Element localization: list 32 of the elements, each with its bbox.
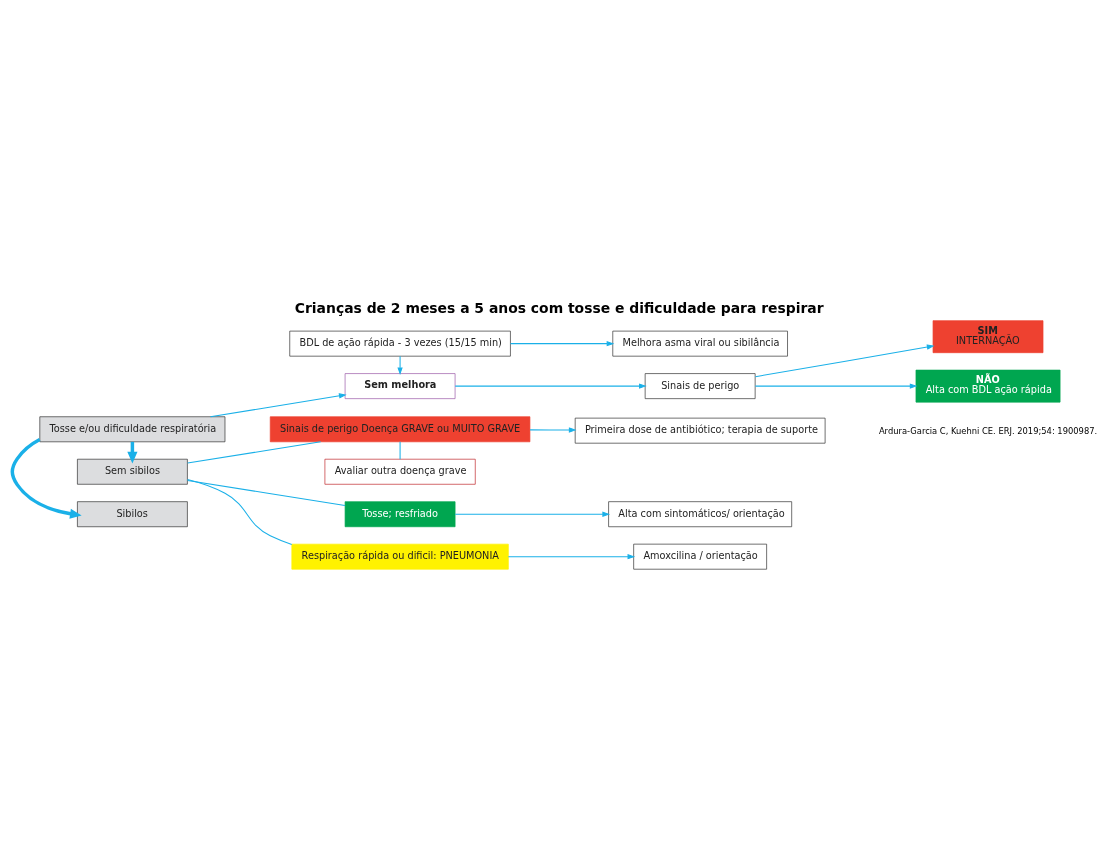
node-box: Sem melhora	[344, 372, 456, 399]
node-box: NÃO Alta com BDL ação rápida	[915, 369, 1061, 402]
connector	[399, 440, 401, 460]
arrow	[454, 511, 611, 517]
node-box: Respiração rápida ou dificil: PNEUMONIA	[291, 543, 509, 570]
node-box: Tosse; resfriado	[344, 500, 456, 527]
arrow	[529, 426, 577, 433]
node-box: Melhora asma viral ou sibilância	[612, 330, 788, 357]
node-box: Avaliar outra doença grave	[324, 458, 476, 485]
connector	[187, 440, 322, 464]
connector	[187, 479, 346, 506]
node-box: Sinais de perigo	[644, 372, 756, 399]
connector	[187, 478, 293, 545]
arrow	[10, 437, 82, 519]
node-box: Sibilos	[77, 500, 188, 527]
arrow	[507, 553, 636, 559]
arrow	[454, 382, 647, 389]
arrow	[397, 355, 403, 375]
arrow	[754, 382, 918, 389]
label: Ardura-Garcia C, Kuehni CE. ERJ. 2019;54: 1900987.	[878, 425, 1098, 436]
node-box: Amoxcilina / orientação	[633, 543, 767, 570]
arrow	[209, 392, 347, 417]
node-box: Sem sibilos	[77, 458, 188, 485]
node-box: Alta com sintomáticos/ orientação	[608, 500, 793, 527]
node-box: BDL de ação rápida - 3 vezes (15/15 min)	[289, 330, 511, 357]
arrow	[754, 343, 935, 377]
node-box: Tosse e/ou dificuldade respiratória	[39, 415, 226, 442]
node-box: Primeira dose de antibiótico; terapia de suporte	[574, 417, 826, 444]
node-box: Sinais de perigo Doença GRAVE ou MUITO GRAVE	[269, 415, 531, 442]
node-box: SIM INTERNAÇÃO	[932, 319, 1044, 353]
arrow	[510, 340, 615, 346]
diagram-title: Crianças de 2 meses a 5 anos com tosse e dificuldade para respirar	[294, 299, 824, 316]
